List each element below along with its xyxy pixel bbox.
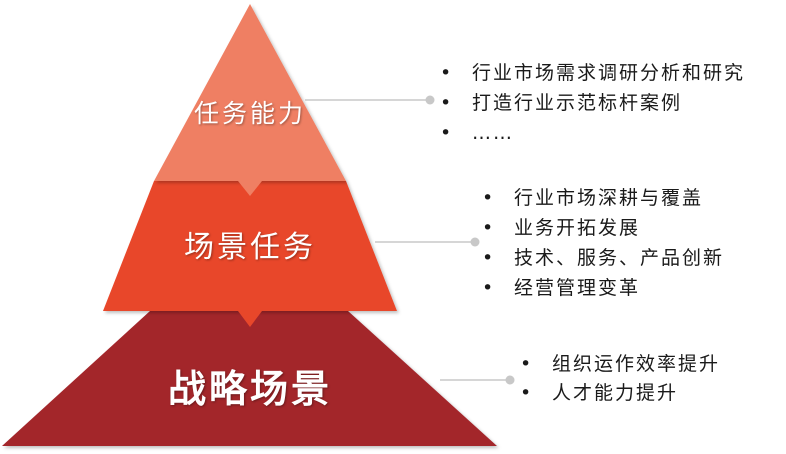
list-item: …… — [440, 118, 745, 148]
tier1-shape — [154, 4, 346, 181]
tier1-label: 任务能力 — [193, 99, 306, 128]
tier2-bullet-list: 行业市场深耕与覆盖 业务开拓发展 技术、服务、产品创新 经营管理变革 — [482, 183, 724, 303]
list-item: 组织运作效率提升 — [520, 350, 720, 379]
tier3-shape — [2, 311, 497, 446]
list-item: 打造行业示范标杆案例 — [440, 88, 745, 118]
tier2-label: 场景任务 — [184, 230, 316, 265]
list-item: 行业市场需求调研分析和研究 — [440, 58, 745, 88]
tier2-shape — [103, 181, 397, 311]
list-item: 技术、服务、产品创新 — [482, 243, 724, 273]
tier3-label: 战略场景 — [167, 367, 332, 411]
tier3-bullet-list: 组织运作效率提升 人才能力提升 — [520, 350, 720, 408]
chevron-down-icon — [238, 311, 262, 327]
list-item: 人才能力提升 — [520, 379, 720, 408]
list-item: 经营管理变革 — [482, 273, 724, 303]
list-item: 业务开拓发展 — [482, 213, 724, 243]
list-item: 行业市场深耕与覆盖 — [482, 183, 724, 213]
chevron-down-icon — [238, 181, 262, 196]
tier1-bullet-list: 行业市场需求调研分析和研究 打造行业示范标杆案例 …… — [440, 58, 745, 148]
